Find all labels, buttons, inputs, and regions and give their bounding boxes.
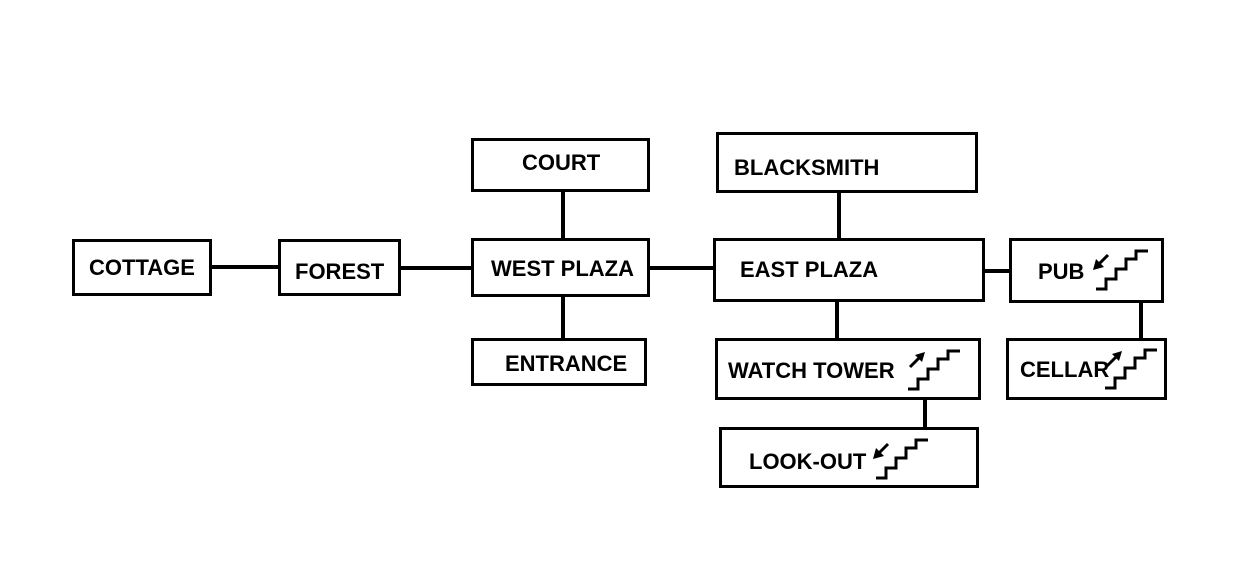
connector-east-plaza-watch-tower bbox=[835, 300, 839, 340]
connector-watch-tower-look-out bbox=[923, 398, 927, 428]
stairs-up-icon bbox=[908, 349, 960, 391]
room-entrance: ENTRANCE bbox=[471, 338, 647, 386]
room-label: COURT bbox=[522, 150, 601, 175]
room-blacksmith: BLACKSMITH bbox=[716, 132, 978, 193]
connector-court-west-plaza bbox=[561, 190, 565, 240]
connector-west-plaza-east-plaza bbox=[648, 266, 715, 270]
room-court: COURT bbox=[471, 138, 650, 192]
room-pub: PUB bbox=[1009, 238, 1164, 303]
room-label: WATCH TOWER bbox=[728, 358, 895, 383]
connector-east-plaza-pub bbox=[979, 269, 1011, 273]
stairs-up-icon bbox=[1105, 348, 1157, 390]
stairs-down-icon bbox=[1093, 249, 1148, 291]
connector-forest-west-plaza bbox=[399, 266, 472, 270]
room-label: COTTAGE bbox=[89, 255, 195, 280]
room-look-out: LOOK-OUT bbox=[719, 427, 979, 488]
room-label: WEST PLAZA bbox=[491, 256, 634, 281]
stairs-down-icon bbox=[873, 438, 928, 480]
room-cellar: CELLAR bbox=[1006, 338, 1167, 400]
connector-west-plaza-entrance bbox=[561, 295, 565, 340]
connector-pub-cellar bbox=[1139, 301, 1143, 340]
room-watch-tower: WATCH TOWER bbox=[715, 338, 981, 400]
room-label: CELLAR bbox=[1020, 357, 1110, 382]
room-label: ENTRANCE bbox=[505, 351, 628, 376]
connector-blacksmith-east-plaza bbox=[837, 191, 841, 240]
room-label: BLACKSMITH bbox=[734, 155, 880, 180]
room-east-plaza: EAST PLAZA bbox=[713, 238, 985, 302]
room-label: LOOK-OUT bbox=[749, 449, 867, 474]
room-label: EAST PLAZA bbox=[740, 257, 879, 282]
room-cottage: COTTAGE bbox=[72, 239, 212, 296]
room-label: PUB bbox=[1038, 259, 1085, 284]
connector-cottage-forest bbox=[210, 265, 280, 269]
room-west-plaza: WEST PLAZA bbox=[471, 238, 650, 297]
room-forest: FOREST bbox=[278, 239, 401, 296]
room-label: FOREST bbox=[295, 259, 385, 284]
